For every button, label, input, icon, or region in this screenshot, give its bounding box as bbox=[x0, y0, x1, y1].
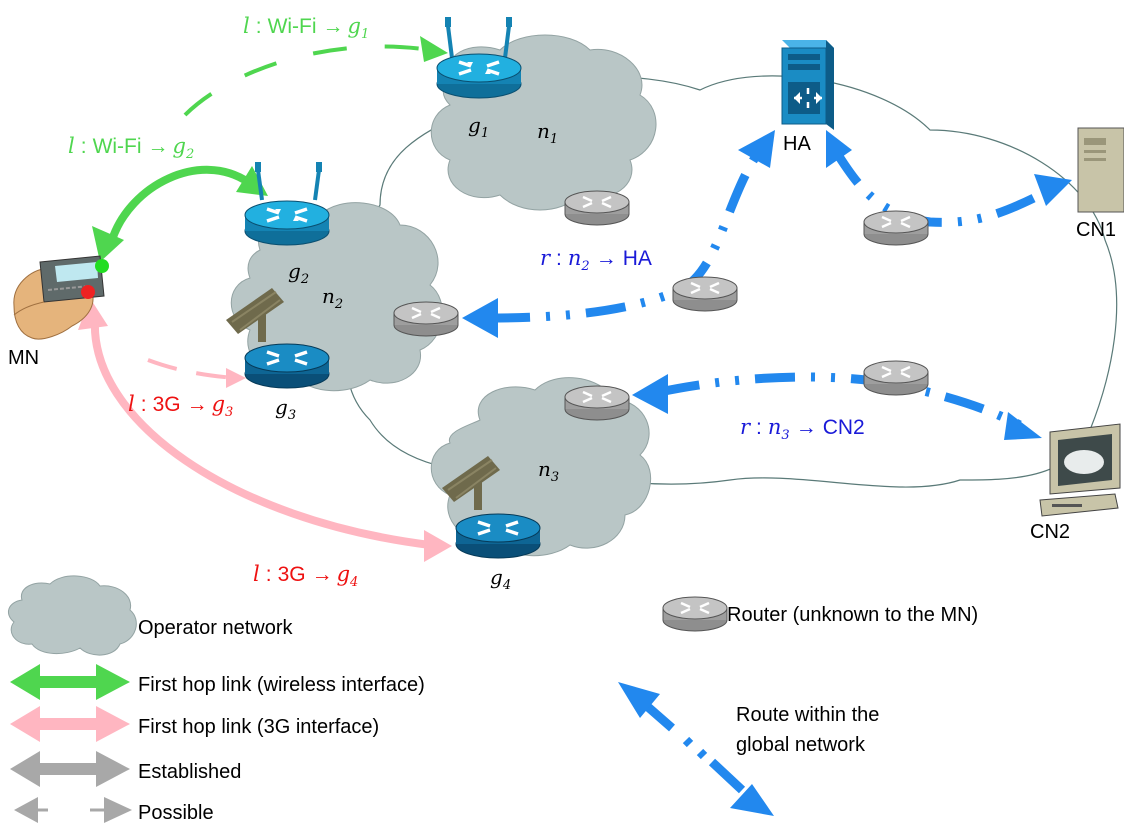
cn1-label: CN1 bbox=[1076, 219, 1116, 241]
gateway-g3-label: g3 bbox=[275, 395, 296, 423]
gateway-g2-wifi bbox=[243, 162, 331, 247]
link-label-wifi-g1: l:Wi-Fi→g1 bbox=[243, 14, 369, 42]
network-n2-label: n2 bbox=[322, 284, 343, 312]
legend-first-hop-3g-label: First hop link (3G interface) bbox=[138, 716, 379, 738]
link-label-3g-g3: l:3G→g3 bbox=[128, 392, 233, 420]
network-n1-label: n1 bbox=[537, 119, 558, 147]
legend-route-label-line2: global network bbox=[736, 734, 866, 756]
legend-router-label: Router (unknown to the MN) bbox=[727, 604, 978, 626]
router-n2 bbox=[392, 300, 460, 338]
network-n3-label: n3 bbox=[538, 457, 559, 485]
cn1-computer-icon bbox=[1077, 127, 1124, 213]
legend-operator-network-icon bbox=[7, 575, 137, 656]
gateway-g1-wifi bbox=[435, 17, 523, 100]
route-label-n3-cn2: r:n3→CN2 bbox=[740, 415, 865, 443]
legend-first-hop-wireless-icon bbox=[10, 664, 130, 700]
router-mid bbox=[671, 275, 739, 313]
legend-possible-icon bbox=[14, 797, 132, 823]
legend-route-icon bbox=[618, 682, 774, 816]
ha-server-icon bbox=[781, 40, 834, 130]
route-n3-cn2-arrowhead-right bbox=[1004, 412, 1042, 440]
legend-first-hop-3g-icon bbox=[10, 706, 130, 742]
legend-operator-network-label: Operator network bbox=[138, 617, 294, 639]
legend-possible-label: Possible bbox=[138, 802, 214, 824]
cn2-label: CN2 bbox=[1030, 521, 1070, 543]
gateway-g1-label: g1 bbox=[468, 113, 489, 141]
router-ha-cn1 bbox=[862, 209, 930, 247]
wifi-link-possible-g1 bbox=[183, 44, 431, 117]
threeg-link-g4-arrowhead-mn bbox=[78, 298, 108, 330]
route-n3-cn2-arrowhead-left bbox=[632, 374, 668, 414]
legend-route-label-line1: Route within the bbox=[736, 704, 879, 726]
link-label-3g-g4: l:3G→g4 bbox=[253, 562, 358, 590]
router-n1 bbox=[563, 189, 631, 227]
wifi-link-possible-g1-arrowhead bbox=[420, 36, 448, 62]
cn2-computer-icon bbox=[1039, 423, 1121, 517]
router-n3 bbox=[563, 384, 631, 422]
legend-established-icon bbox=[10, 751, 130, 787]
route-label-n2-ha: r:n2→HA bbox=[540, 246, 652, 274]
legend-first-hop-wireless-label: First hop link (wireless interface) bbox=[138, 674, 425, 696]
mn-mobile-device-icon bbox=[13, 255, 109, 340]
threeg-link-g4-arrowhead-g4 bbox=[424, 530, 452, 562]
threeg-link-possible-g3-arrowhead bbox=[226, 368, 246, 388]
route-ha-cn1-arrowhead-ha bbox=[826, 130, 852, 168]
route-n2-ha-arrowhead-left bbox=[462, 298, 498, 338]
link-label-wifi-g2: l:Wi-Fi→g2 bbox=[68, 134, 194, 162]
route-n2-ha-arrowhead-up bbox=[738, 130, 775, 168]
wifi-link-g2-arrowhead-mn bbox=[92, 226, 124, 262]
gateway-g4-label: g4 bbox=[490, 565, 511, 593]
route-ha-cn1 bbox=[831, 147, 1053, 227]
wifi-link-established-g2 bbox=[108, 165, 251, 242]
operator-network-n3 bbox=[430, 377, 652, 557]
ha-label: HA bbox=[783, 133, 811, 155]
threeg-link-established-g4 bbox=[90, 319, 431, 549]
threeg-link-possible-g3 bbox=[147, 358, 236, 380]
router-cn2-path bbox=[862, 359, 930, 397]
mn-label: MN bbox=[8, 347, 39, 369]
gateway-g2-label: g2 bbox=[288, 259, 309, 287]
route-ha-cn1-arrowhead-cn1 bbox=[1034, 174, 1072, 206]
legend-router-icon bbox=[661, 595, 729, 633]
legend-established-label: Established bbox=[138, 761, 241, 783]
